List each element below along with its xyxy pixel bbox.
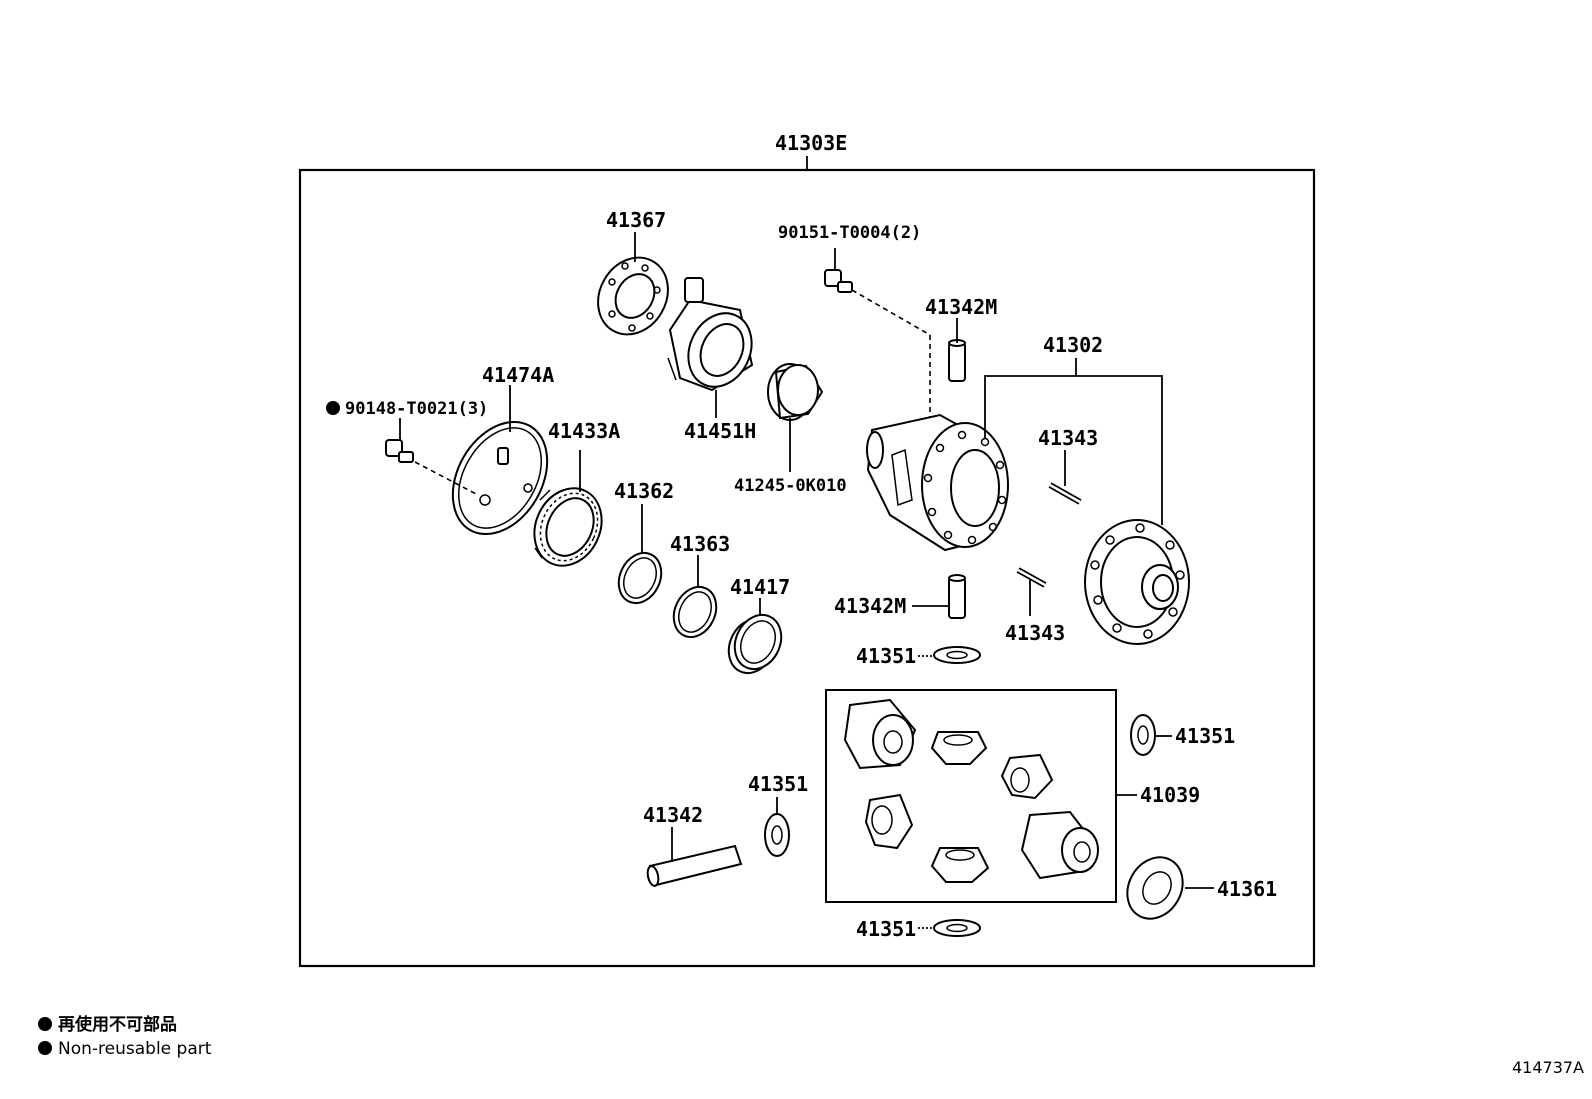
label-90148-T0021[interactable]: 90148-T0021(3) — [345, 399, 488, 419]
part-41451H-sleeve[interactable] — [667, 277, 763, 397]
label-41433A[interactable]: 41433A — [548, 419, 620, 443]
non-reusable-marker — [326, 401, 340, 415]
label-41351-a[interactable]: 41351 — [856, 644, 916, 668]
gear-kit-box — [825, 689, 1117, 903]
label-41451H[interactable]: 41451H — [684, 419, 756, 443]
part-90148-bolt[interactable] — [385, 439, 414, 463]
part-41351-washer-c[interactable] — [933, 919, 981, 937]
label-41474A[interactable]: 41474A — [482, 363, 554, 387]
label-41342[interactable]: 41342 — [643, 803, 703, 827]
part-differential-case[interactable] — [866, 413, 1009, 552]
part-90151-bolt[interactable] — [824, 269, 853, 293]
part-41343-shaft-bottom[interactable] — [1016, 567, 1047, 588]
part-41302-ring-gear[interactable] — [1084, 519, 1190, 645]
legend-non-reusable-ja: 再使用不可部品 — [38, 1013, 177, 1037]
label-41342M-top[interactable]: 41342M — [925, 295, 997, 319]
part-41474A-cover[interactable] — [434, 405, 567, 551]
part-41351-washer-b[interactable] — [1130, 714, 1156, 756]
part-41342M-pin-bottom[interactable] — [948, 574, 966, 619]
part-41417-seal[interactable] — [720, 607, 790, 680]
part-41245-bushing[interactable] — [767, 363, 824, 421]
legend-ja-text: 再使用不可部品 — [58, 1015, 177, 1035]
legend-en-text: Non-reusable part — [58, 1039, 212, 1059]
part-41367-ring[interactable] — [584, 245, 681, 347]
part-41351-washer-d[interactable] — [764, 813, 790, 857]
part-41039-gear-kit[interactable] — [843, 698, 1099, 883]
part-41361-thrust-washer[interactable] — [1116, 847, 1193, 928]
part-41433A-bearing[interactable] — [522, 477, 614, 577]
part-41351-washer-a[interactable] — [933, 646, 981, 664]
part-41342M-pin-top[interactable] — [948, 339, 966, 382]
label-41351-d[interactable]: 41351 — [748, 772, 808, 796]
part-41343-shaft-top[interactable] — [1048, 482, 1082, 505]
part-41363-oring[interactable] — [666, 580, 724, 644]
legend-bullet-icon — [38, 1041, 52, 1055]
label-41361[interactable]: 41361 — [1217, 877, 1277, 901]
legend-non-reusable-en: Non-reusable part — [38, 1037, 211, 1061]
label-41362[interactable]: 41362 — [614, 479, 674, 503]
legend-bullet-icon — [38, 1017, 52, 1031]
part-41342-shaft[interactable] — [646, 844, 743, 887]
label-41039[interactable]: 41039 — [1140, 783, 1200, 807]
figure-id: 414737A — [1511, 1058, 1584, 1077]
part-41362-oring[interactable] — [611, 546, 669, 610]
label-41302[interactable]: 41302 — [1043, 333, 1103, 357]
label-41245-0K010[interactable]: 41245-0K010 — [734, 476, 847, 496]
label-41351-b[interactable]: 41351 — [1175, 724, 1235, 748]
label-41343-bottom[interactable]: 41343 — [1005, 621, 1065, 645]
label-41363[interactable]: 41363 — [670, 532, 730, 556]
label-90151-T0004[interactable]: 90151-T0004(2) — [778, 223, 921, 243]
label-41351-c[interactable]: 41351 — [856, 917, 916, 941]
label-41342M-bottom[interactable]: 41342M — [834, 594, 906, 618]
label-41343-top[interactable]: 41343 — [1038, 426, 1098, 450]
label-41367[interactable]: 41367 — [606, 208, 666, 232]
label-41303E[interactable]: 41303E — [775, 131, 847, 155]
label-41417[interactable]: 41417 — [730, 575, 790, 599]
